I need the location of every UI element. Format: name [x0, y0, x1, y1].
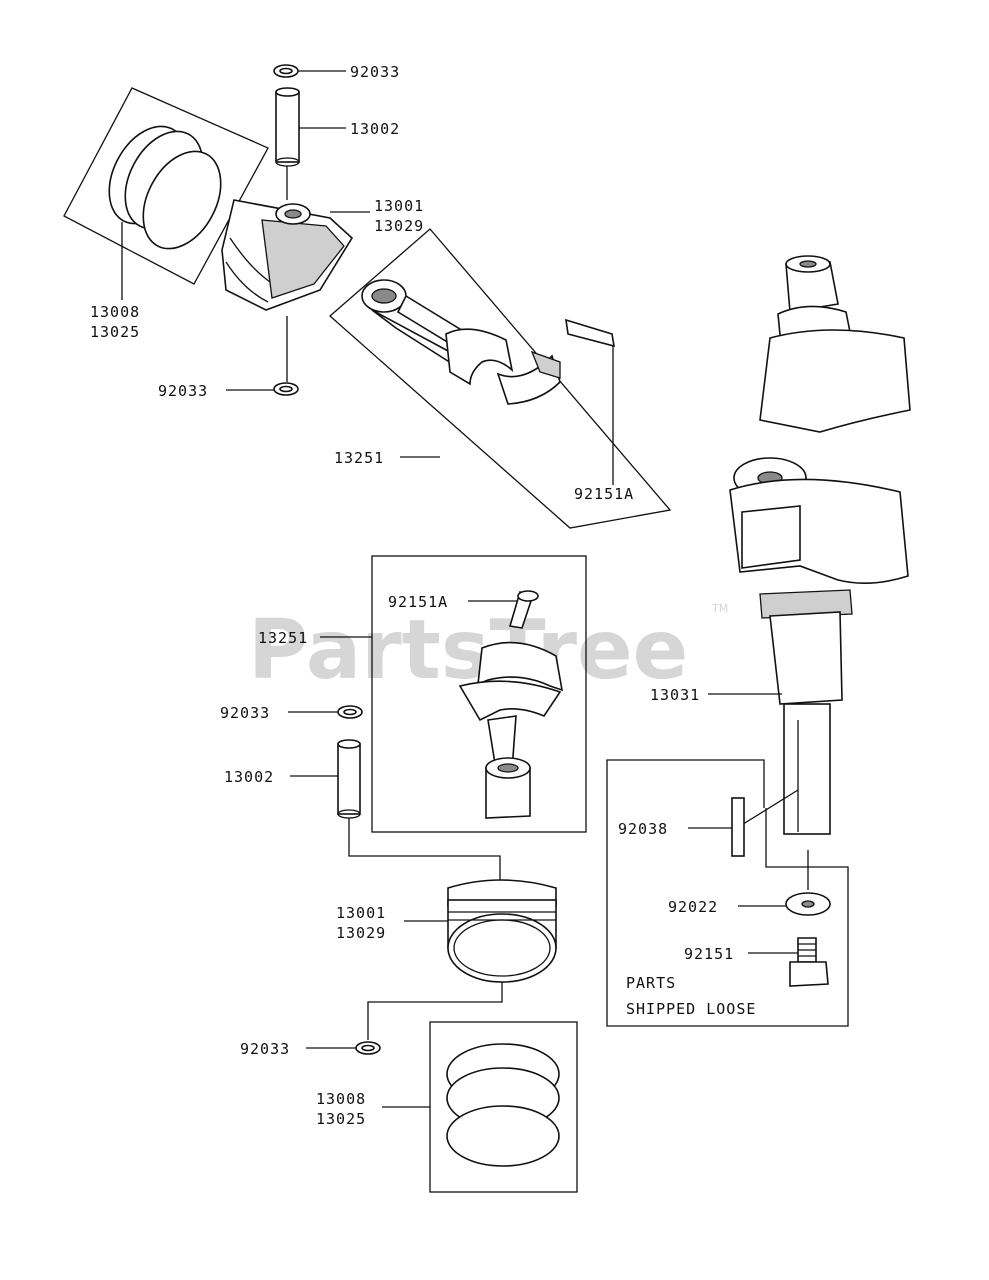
label-key[interactable]: 92038 — [618, 820, 668, 838]
label-mid-clip[interactable]: 92033 — [220, 704, 270, 722]
watermark-tm: TM — [711, 602, 728, 615]
label-bottom-piston-a[interactable]: 13001 — [336, 904, 386, 922]
key[interactable] — [688, 797, 745, 857]
bottom-clip[interactable] — [306, 1041, 381, 1055]
top-wrist-pin[interactable] — [275, 87, 346, 200]
part-labels: 92033 13002 13001 13029 13008 13025 9203… — [90, 63, 756, 1128]
label-bottom-clip[interactable]: 92033 — [240, 1040, 290, 1058]
bottom-piston[interactable] — [367, 879, 557, 1040]
bolt[interactable] — [748, 937, 829, 987]
label-bolt[interactable]: 92151 — [684, 945, 734, 963]
washer[interactable] — [738, 850, 831, 916]
top-clip-upper[interactable] — [273, 64, 346, 78]
label-loose-line2: SHIPPED LOOSE — [626, 1000, 756, 1018]
watermark: PartsTree TM — [248, 602, 728, 698]
label-loose-line1: PARTS — [626, 974, 676, 992]
label-top-rod[interactable]: 13251 — [334, 449, 384, 467]
crankshaft[interactable] — [708, 255, 911, 835]
label-bottom-rings-a[interactable]: 13008 — [316, 1090, 366, 1108]
label-top-clip-upper[interactable]: 92033 — [350, 63, 400, 81]
label-top-piston-a[interactable]: 13001 — [374, 197, 424, 215]
top-piston[interactable] — [221, 199, 370, 382]
shipped-loose-box[interactable] — [606, 759, 849, 1027]
label-mid-pin[interactable]: 13002 — [224, 768, 274, 786]
mid-connecting-rod-box[interactable] — [320, 555, 587, 833]
label-mid-rod[interactable]: 13251 — [258, 629, 308, 647]
label-top-rod-bolt[interactable]: 92151A — [574, 485, 634, 503]
bottom-rings-box[interactable] — [382, 1021, 578, 1193]
label-crankshaft[interactable]: 13031 — [650, 686, 700, 704]
label-top-rings-a[interactable]: 13008 — [90, 303, 140, 321]
label-top-pin[interactable]: 13002 — [350, 120, 400, 138]
mid-clip[interactable] — [288, 705, 363, 719]
top-rings-box[interactable] — [63, 87, 269, 300]
label-mid-rod-bolt[interactable]: 92151A — [388, 593, 448, 611]
label-top-rings-b[interactable]: 13025 — [90, 323, 140, 341]
label-bottom-piston-b[interactable]: 13029 — [336, 924, 386, 942]
top-connecting-rod-box[interactable] — [329, 228, 672, 529]
label-washer[interactable]: 92022 — [668, 898, 718, 916]
label-top-clip-lower[interactable]: 92033 — [158, 382, 208, 400]
watermark-text: PartsTree — [248, 603, 688, 698]
top-clip-lower[interactable] — [226, 382, 299, 396]
label-top-piston-b[interactable]: 13029 — [374, 217, 424, 235]
label-bottom-rings-b[interactable]: 13025 — [316, 1110, 366, 1128]
mid-wrist-pin[interactable] — [290, 739, 501, 880]
